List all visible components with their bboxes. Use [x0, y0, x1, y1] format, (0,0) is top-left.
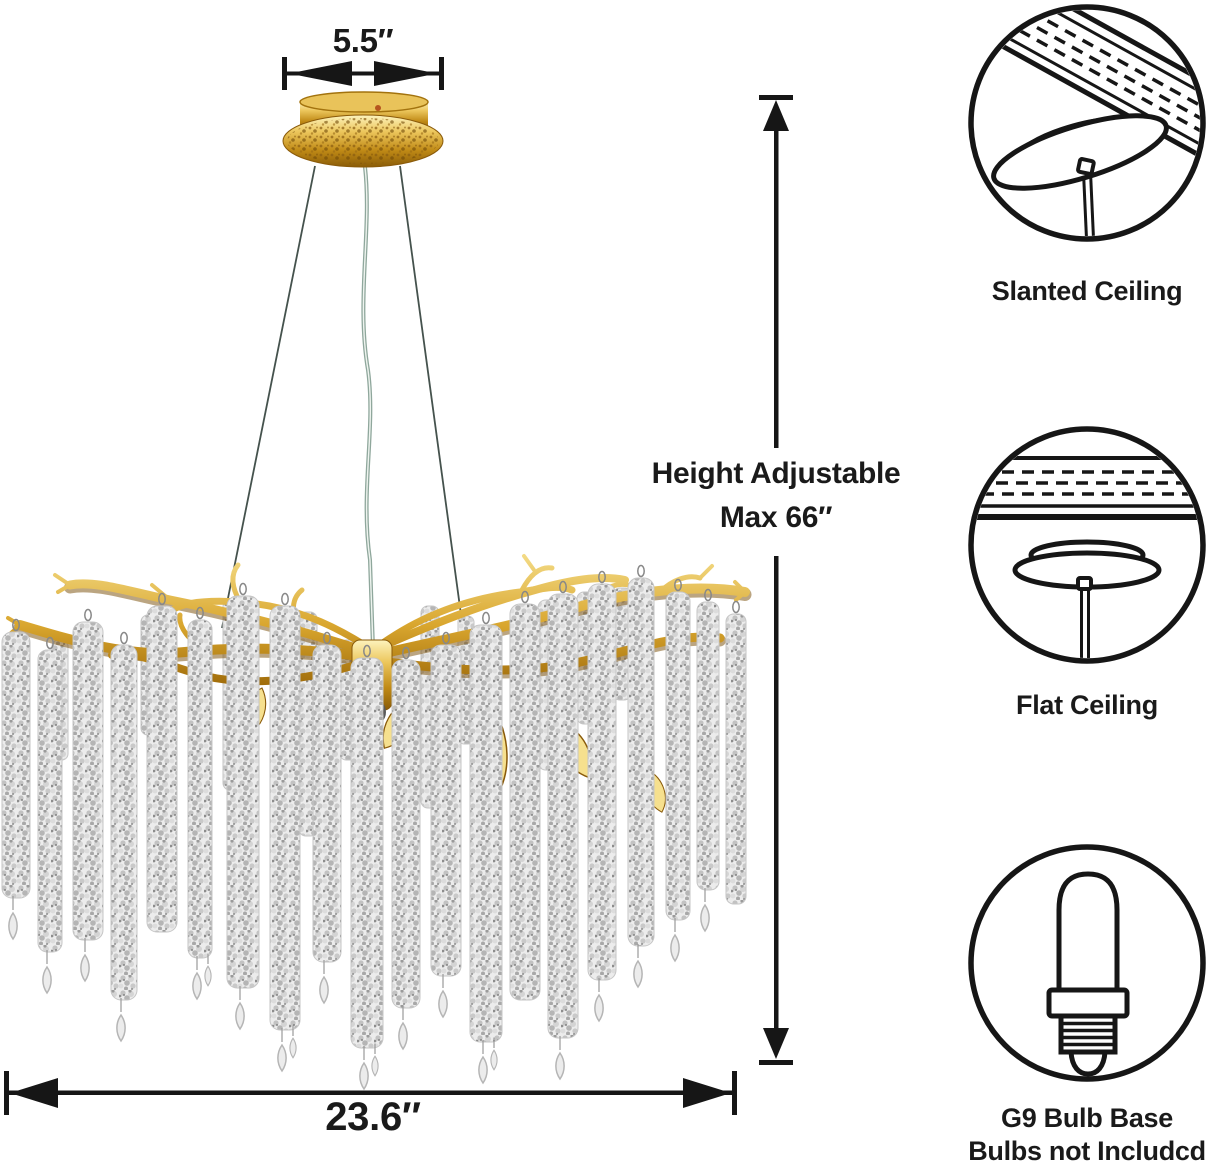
g9-bulb-label-line2: Bulbs not Includcd	[968, 1136, 1206, 1165]
fixture-width-label: 23.6″	[325, 1095, 421, 1139]
flat-ceiling-icon	[968, 426, 1206, 664]
g9-bulb-label-line1: G9 Bulb Base	[1001, 1103, 1173, 1133]
teardrop-crystals	[8, 888, 710, 1091]
height-adjustable-line1: Height Adjustable	[651, 457, 901, 490]
max-height-dimension	[759, 95, 793, 1065]
slanted-ceiling-icon	[968, 4, 1206, 242]
strand-hooks	[12, 564, 740, 660]
height-adjustable-label: Height Adjustable Max 66″	[616, 452, 936, 540]
canopy-width-dimension	[282, 57, 444, 90]
g9-bulb-label: G9 Bulb Base Bulbs not Includcd	[940, 1102, 1214, 1165]
suspension-cables	[221, 165, 463, 649]
crystal-strands	[1, 577, 747, 1049]
ceiling-canopy	[282, 91, 444, 168]
slanted-ceiling-label: Slanted Ceiling	[991, 276, 1183, 306]
canopy-width-label: 5.5″	[332, 22, 394, 59]
g9-bulb-icon	[968, 844, 1206, 1082]
fixture-width-dimension	[4, 1071, 737, 1115]
height-adjustable-line2: Max 66″	[719, 501, 833, 534]
flat-ceiling-label: Flat Ceiling	[1016, 690, 1158, 720]
